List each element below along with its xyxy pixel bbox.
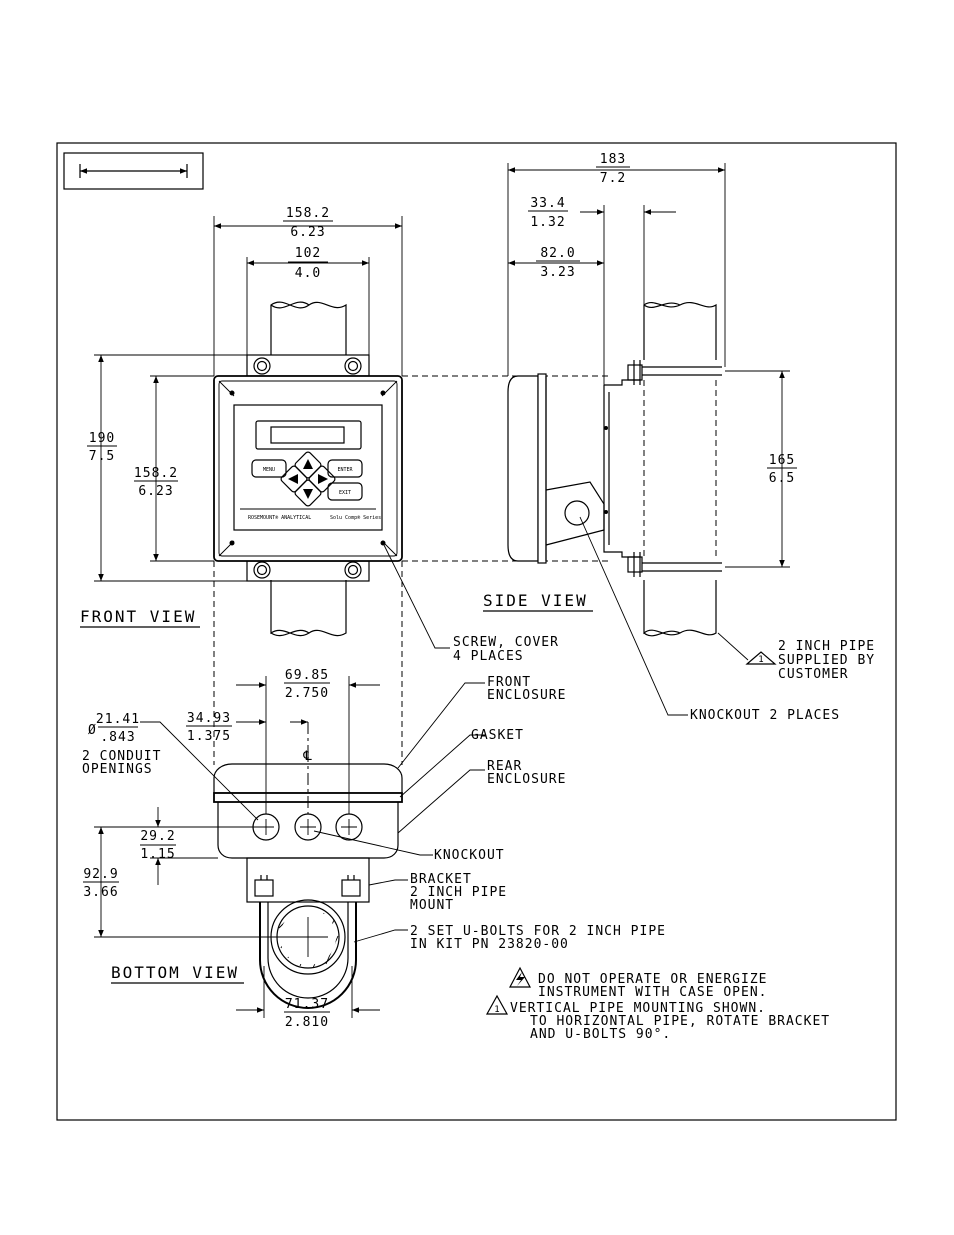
dim-conduit-offset-in: 1.375 [187,729,231,744]
scale-box [63,152,204,190]
mounting-line2: TO HORIZONTAL PIPE, ROTATE BRACKET [530,1014,830,1029]
dim-bolt-width-in: 4.0 [295,266,321,281]
down-arrow-icon [303,489,313,499]
note-triangle-icon [485,994,509,1015]
enter-key-label: ENTER [337,467,353,473]
front-view-title: FRONT VIEW [80,607,196,626]
dim-enclosure-height-in: 6.23 [138,484,173,499]
mounting-line1: VERTICAL PIPE MOUNTING SHOWN. [510,1001,766,1016]
rear-enclosure-line2: ENCLOSURE [487,772,566,787]
conduit-label-line1: 2 CONDUIT [82,749,161,764]
bottom-view-title: BOTTOM VIEW [111,963,239,982]
dim-pipe-bolt-mm: 165 [769,453,795,468]
warning-icon [509,966,531,988]
enter-key [327,459,363,478]
side-view [507,163,790,637]
dim-overall-width-in: 6.23 [290,225,325,240]
dim-ubolt-spacing-in: 2.810 [285,1015,329,1030]
centerline-symbol: ℄ [302,749,312,764]
ubolts-line2: IN KIT PN 23820-00 [410,937,569,952]
exit-key-label: EXIT [339,490,351,496]
dim-pipe-center-mm: 92.9 [83,867,118,882]
diameter-symbol: Ø [88,723,97,738]
ubolts-line1: 2 SET U-BOLTS FOR 2 INCH PIPE [410,924,666,939]
notes: DO NOT OPERATE OR ENERGIZE INSTRUMENT WI… [485,966,830,1042]
dim-pipe-bolt-in: 6.5 [769,471,795,486]
series-label: Solu Comp® Series [330,515,381,521]
front-enclosure-line1: FRONT [487,675,531,690]
side-callouts: KNOCKOUT 2 PLACES 1 2 INCH PIPE SUPPLIED… [579,516,875,723]
pipe-supplied-line3: CUSTOMER [778,667,849,682]
note-1-symbol: 1 [758,655,763,665]
dim-conduit-dia-in: .843 [100,730,135,745]
note-triangle-number: 1 [494,1005,499,1015]
dim-side-total-in: 7.2 [600,171,626,186]
dim-enclosure-depth-mm: 82.0 [540,246,575,261]
screw-cover-callout: SCREW, COVER 4 PLACES [383,544,559,664]
gasket-label: GASKET [471,728,524,743]
bottom-dimensions: 69.85 2.750 34.93 1.375 Ø 21.41 .843 2 C… [82,668,330,1030]
dim-overall-width-mm: 158.2 [286,206,330,221]
dim-conduit-height-in: 1.15 [140,847,175,862]
exit-key [327,482,363,501]
dim-enclosure-depth-in: 3.23 [540,265,575,280]
dim-overall-height-mm: 190 [89,431,115,446]
side-dimensions: 183 7.2 33.4 1.32 82.0 3.23 165 6.5 SIDE… [483,152,797,612]
bracket-line1: BRACKET [410,872,472,887]
rear-enclosure-line1: REAR [487,759,522,774]
up-arrow-icon [303,459,313,469]
drawing-frame [56,142,897,1121]
brand-label: ROSEMOUNT® ANALYTICAL [248,515,311,521]
conduit-label-line2: OPENINGS [82,762,153,777]
dim-conduit-offset-mm: 34.93 [187,711,231,726]
warning-line1: DO NOT OPERATE OR ENERGIZE [538,972,768,987]
dim-conduit-height-mm: 29.2 [140,829,175,844]
arrow-keypad [280,451,336,507]
mounting-line3: AND U-BOLTS 90°. [530,1027,671,1042]
front-view: MENU ENTER EXIT ROSEMOUNT® ANALYTICAL So… [94,216,403,637]
left-arrow-icon [288,474,298,484]
dim-overall-height-in: 7.5 [89,449,115,464]
screw-cover-line2: 4 PLACES [453,649,524,664]
warning-line2: INSTRUMENT WITH CASE OPEN. [538,985,768,1000]
knockout-places-label: KNOCKOUT 2 PLACES [690,708,840,723]
dim-conduit-spacing-mm: 69.85 [285,668,329,683]
menu-key-label: MENU [263,467,275,473]
bracket-line3: MOUNT [410,898,454,913]
dim-pipe-center-in: 3.66 [83,885,118,900]
bottom-callouts: FRONT ENCLOSURE GASKET REAR ENCLOSURE KN… [313,675,666,952]
screw-cover-line1: SCREW, COVER [453,635,559,650]
dim-conduit-dia-mm: 21.41 [96,712,140,727]
dim-conduit-spacing-in: 2.750 [285,686,329,701]
dim-side-total-mm: 183 [600,152,626,167]
bracket-line2: 2 INCH PIPE [410,885,507,900]
right-arrow-icon [318,474,328,484]
dim-ubolt-spacing-mm: 71.37 [285,997,329,1012]
knockout-label: KNOCKOUT [434,848,505,863]
side-view-title: SIDE VIEW [483,591,588,610]
bottom-view: ℄ [94,676,403,1018]
front-dimensions: 158.2 6.23 102 4.0 190 7.5 158.2 6.23 FR… [80,206,333,628]
dim-enclosure-height-mm: 158.2 [134,466,178,481]
menu-key [251,459,287,478]
dim-bolt-width-mm: 102 [295,246,321,261]
pipe-supplied-line2: SUPPLIED BY [778,653,875,668]
pipe-supplied-line1: 2 INCH PIPE [778,639,875,654]
dim-bracket-depth-in: 1.32 [530,215,565,230]
front-enclosure-line2: ENCLOSURE [487,688,566,703]
dim-bracket-depth-mm: 33.4 [530,196,565,211]
